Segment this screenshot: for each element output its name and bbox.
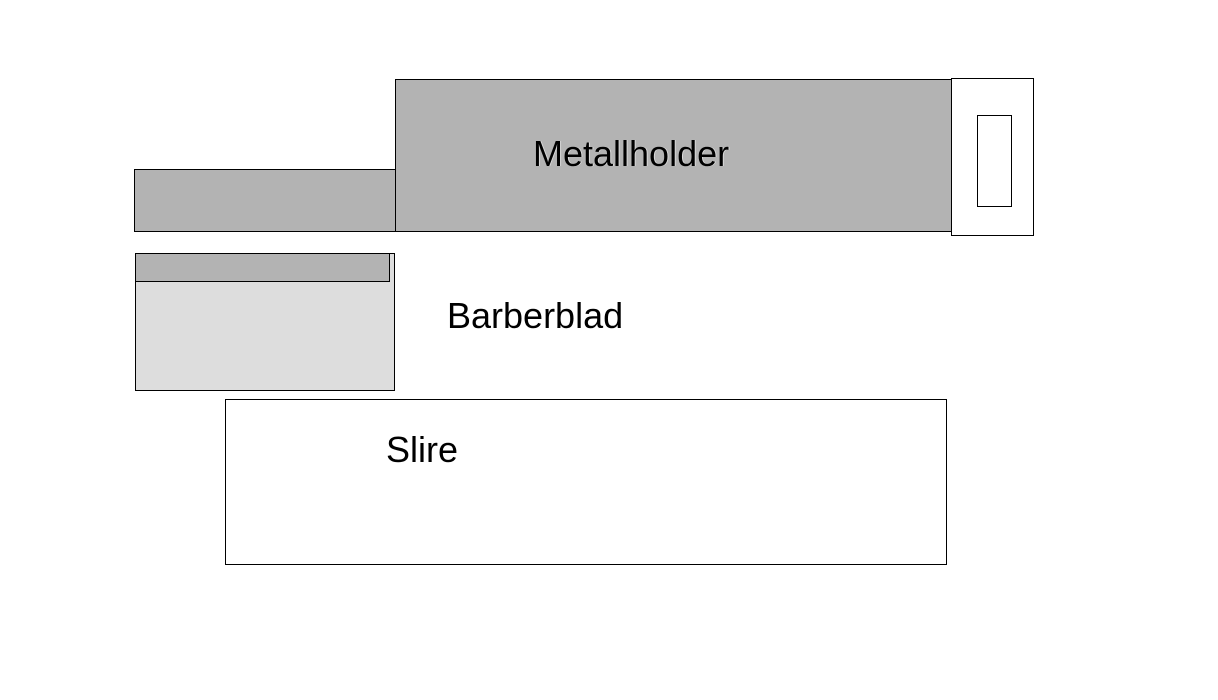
metal-holder-slot	[977, 115, 1012, 207]
strip-label: Slire	[386, 429, 459, 470]
razor-blade-label: Barberblad	[447, 295, 624, 336]
strip-rectangle	[225, 399, 947, 565]
metal-holder-left-section	[134, 169, 396, 232]
metal-holder-label: Metallholder	[533, 133, 730, 174]
metal-holder-main-body	[395, 79, 952, 232]
razor-blade-edge	[135, 253, 390, 282]
